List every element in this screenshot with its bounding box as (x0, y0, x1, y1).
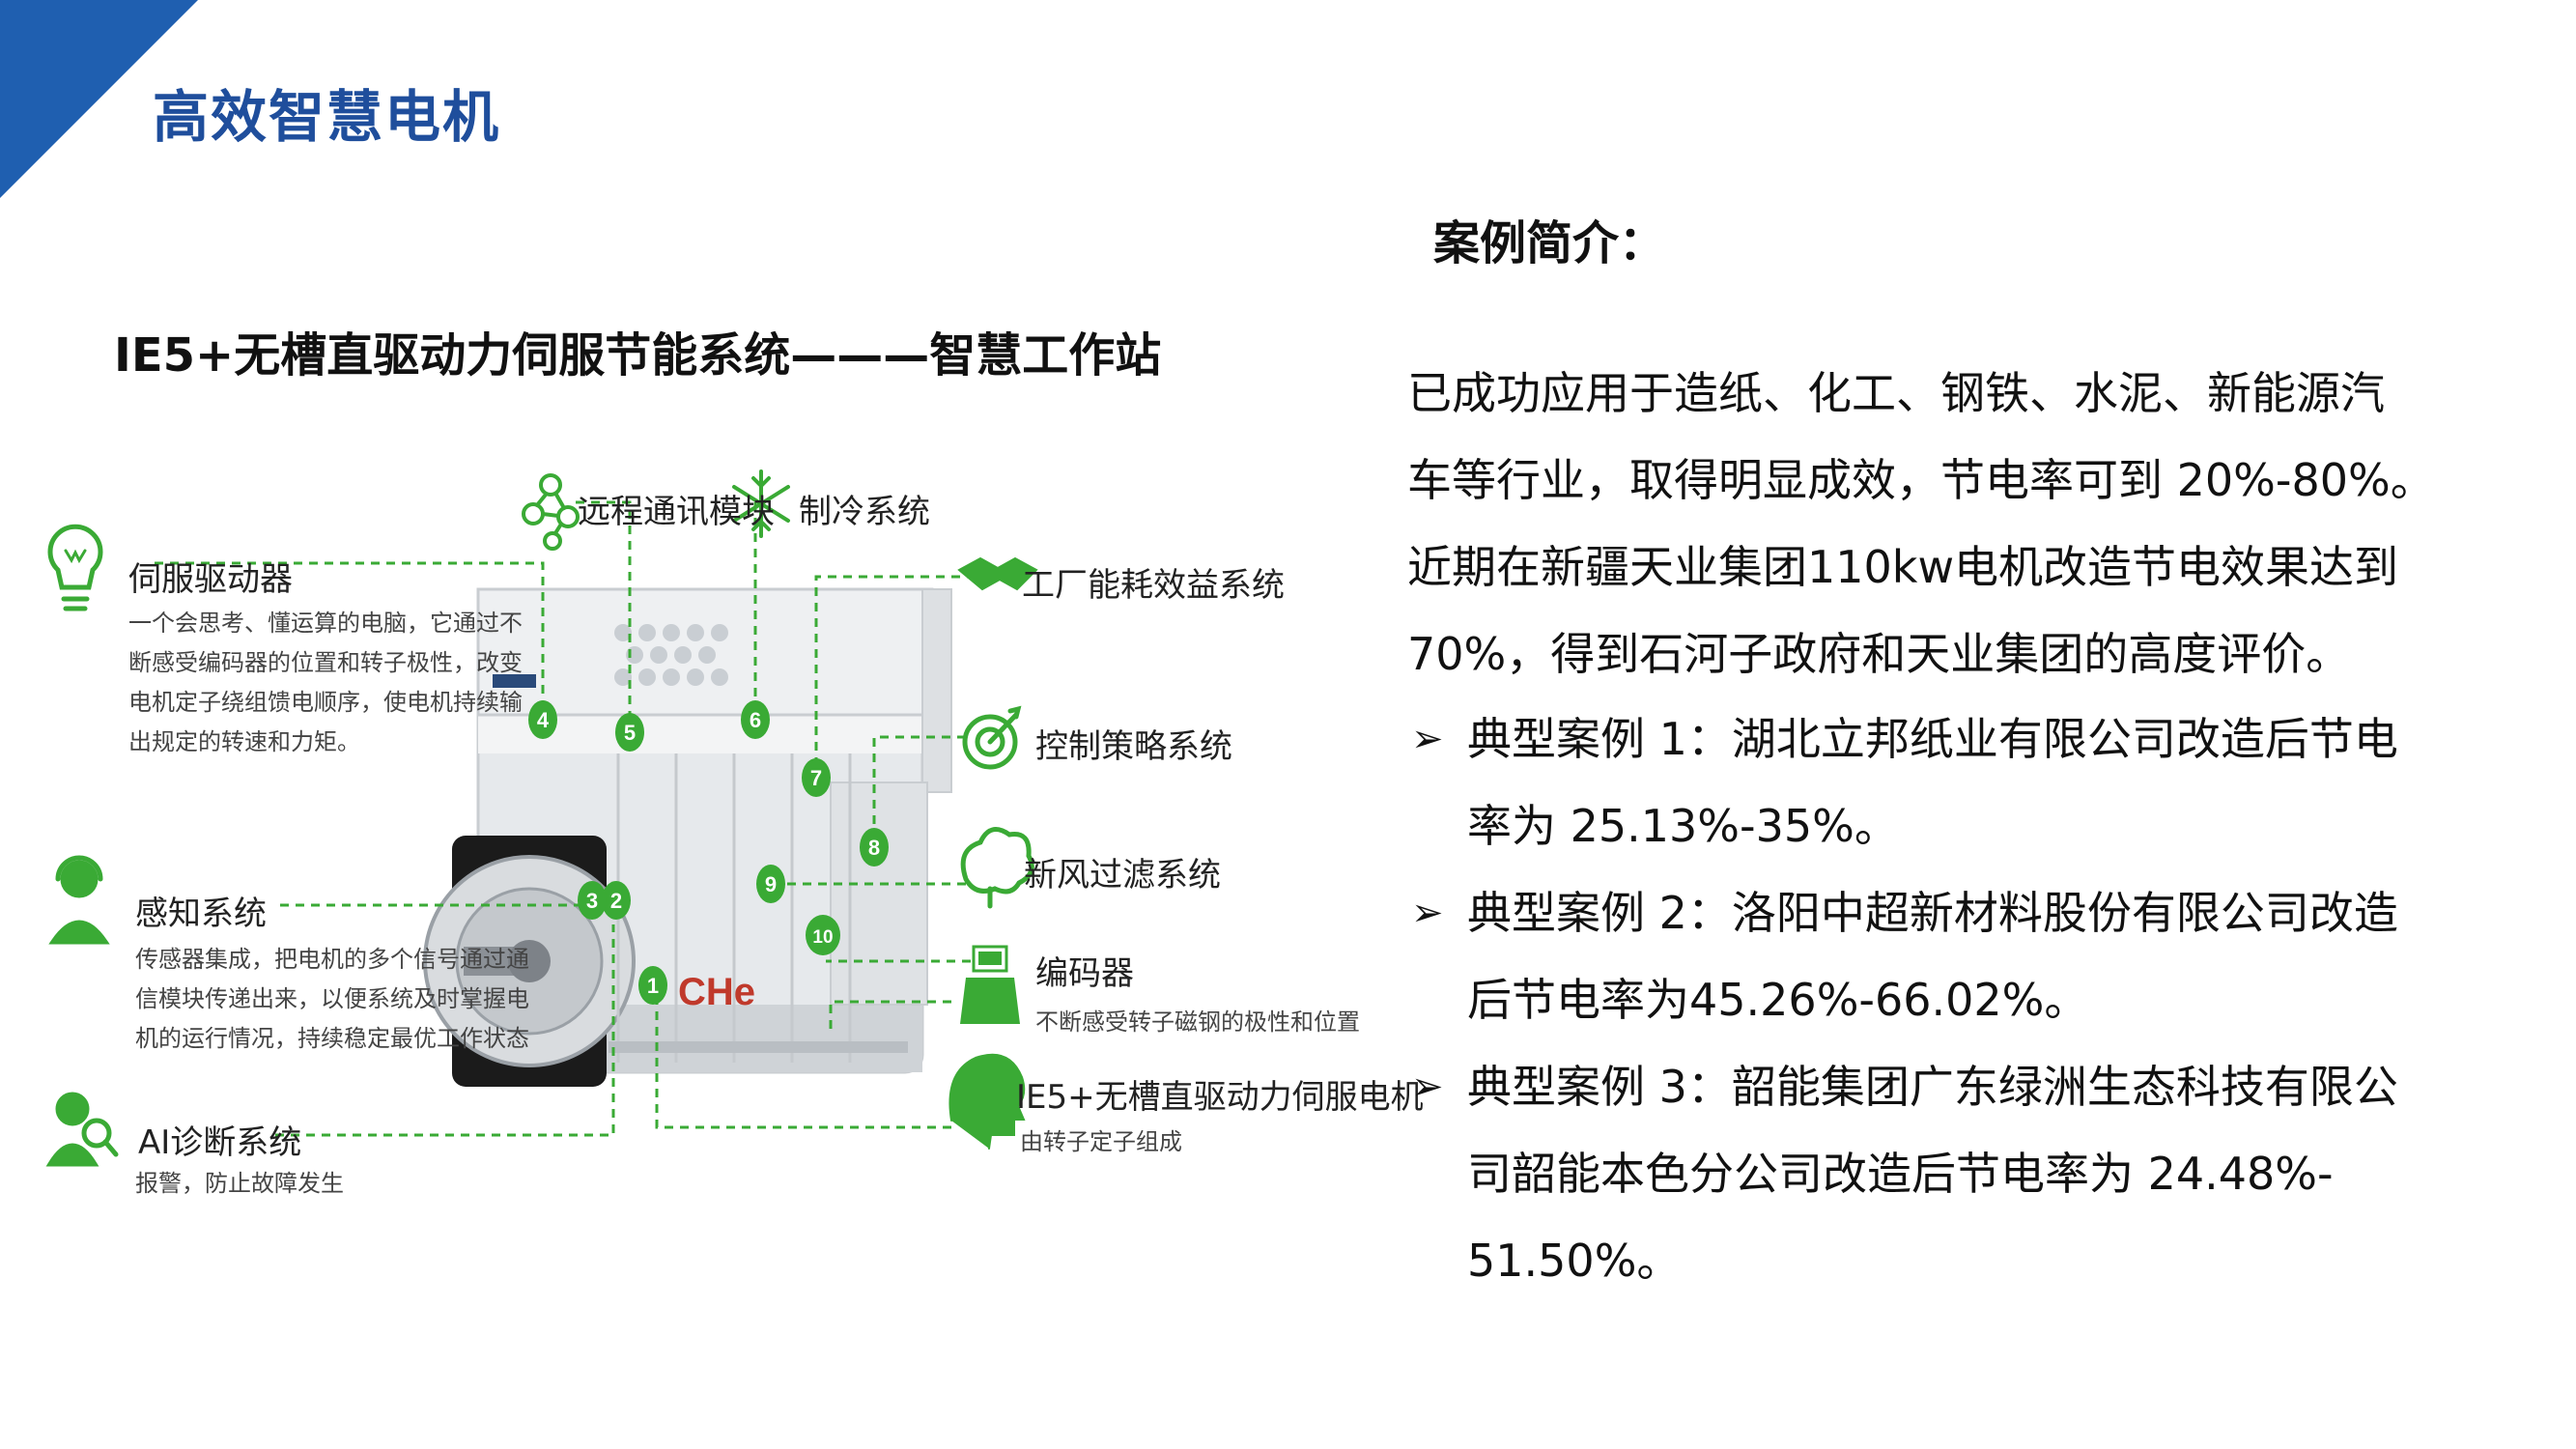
desc-sensing-system: 传感器集成，把电机的多个信号通过通 信模块传递出来，以便系统及时掌握电 机的运行… (135, 946, 529, 1052)
lightbulb-icon (47, 524, 103, 611)
case-item-3: ➢ 典型案例 3：韶能集团广东绿洲生态科技有限公 司韶能本色分公司改造后节电率为… (1407, 1043, 2557, 1304)
marker-6: 6 (741, 700, 770, 739)
svg-text:8: 8 (868, 836, 880, 860)
label-servo-driver: 伺服驱动器 (128, 560, 293, 599)
label-cooling-system: 制冷系统 (799, 493, 930, 531)
svg-text:9: 9 (765, 872, 777, 896)
label-sensing-system: 感知系统 (135, 895, 267, 933)
marker-2: 2 (602, 881, 631, 920)
case-item-1: ➢ 典型案例 1：湖北立邦纸业有限公司改造后节电 率为 25.13%-35%。 (1407, 696, 2557, 869)
marker-8: 8 (860, 828, 889, 867)
label-ie5-motor: IE5+无槽直驱动力伺服电机 (1016, 1078, 1424, 1117)
svg-text:10: 10 (812, 927, 833, 948)
sub-encoder: 不断感受转子磁钢的极性和位置 (1035, 1009, 1360, 1036)
label-remote-comm: 远程通讯模块 (578, 493, 775, 531)
marker-1: 1 (638, 966, 667, 1005)
svg-text:1: 1 (647, 974, 659, 998)
svg-text:7: 7 (810, 766, 822, 790)
marker-3: 3 (578, 881, 607, 920)
encoder-icon (960, 945, 1020, 1024)
case-heading: 案例简介： (1433, 216, 1666, 270)
sub-ie5-motor: 由转子定子组成 (1020, 1128, 1182, 1155)
svg-text:2: 2 (610, 889, 622, 913)
desc-ai-diagnosis: 报警，防止故障发生 (135, 1170, 344, 1197)
svg-text:3: 3 (586, 889, 598, 913)
motor-logo: CHe (678, 971, 755, 1013)
person-search-icon (45, 1092, 119, 1167)
label-ai-diagnosis: AI诊断系统 (138, 1123, 302, 1162)
connector-lines (155, 500, 976, 1137)
target-icon (962, 705, 1022, 770)
desc-servo-driver: 一个会思考、懂运算的电脑，它通过不 断感受编码器的位置和转子极性，改变 电机定子… (128, 610, 523, 755)
marker-7: 7 (802, 758, 831, 797)
arrow-bullet-icon: ➢ (1411, 717, 1444, 761)
arrow-bullet-icon: ➢ (1411, 891, 1444, 935)
arrow-bullet-icon: ➢ (1411, 1065, 1444, 1109)
marker-5: 5 (615, 713, 644, 752)
marker-9: 9 (756, 865, 785, 903)
motor-system-diagram: CHe 1 2 3 4 5 6 7 8 9 10 (0, 425, 1424, 1236)
case-intro-paragraph: 已成功应用于造纸、化工、钢铁、水泥、新能源汽 车等行业，取得明显成效，节电率可到… (1407, 367, 2435, 680)
label-fresh-air: 新风过滤系统 (1024, 856, 1221, 895)
label-encoder: 编码器 (1035, 954, 1134, 993)
marker-4: 4 (528, 700, 557, 739)
marker-10: 10 (806, 915, 840, 955)
corner-decoration (0, 0, 198, 198)
case-item-2: ➢ 典型案例 2：洛阳中超新材料股份有限公司改造 后节电率为45.26%-66.… (1407, 869, 2557, 1043)
diagram-title: IE5+无槽直驱动力伺服节能系统———智慧工作站 (114, 328, 1162, 383)
handshake-icon (957, 556, 1038, 591)
svg-text:5: 5 (624, 721, 636, 745)
label-control-strategy: 控制策略系统 (1035, 727, 1232, 766)
tree-icon (960, 827, 1034, 909)
svg-text:4: 4 (537, 708, 550, 732)
label-energy-benefit: 工厂能耗效益系统 (1022, 566, 1285, 605)
network-icon (522, 473, 580, 551)
svg-text:6: 6 (750, 708, 761, 732)
page-title: 高效智慧电机 (153, 84, 501, 150)
headset-person-icon (48, 855, 110, 945)
brain-head-icon (948, 1053, 1026, 1150)
case-list: ➢ 典型案例 1：湖北立邦纸业有限公司改造后节电 率为 25.13%-35%。 … (1407, 696, 2557, 1304)
snowflake-icon (732, 469, 790, 538)
